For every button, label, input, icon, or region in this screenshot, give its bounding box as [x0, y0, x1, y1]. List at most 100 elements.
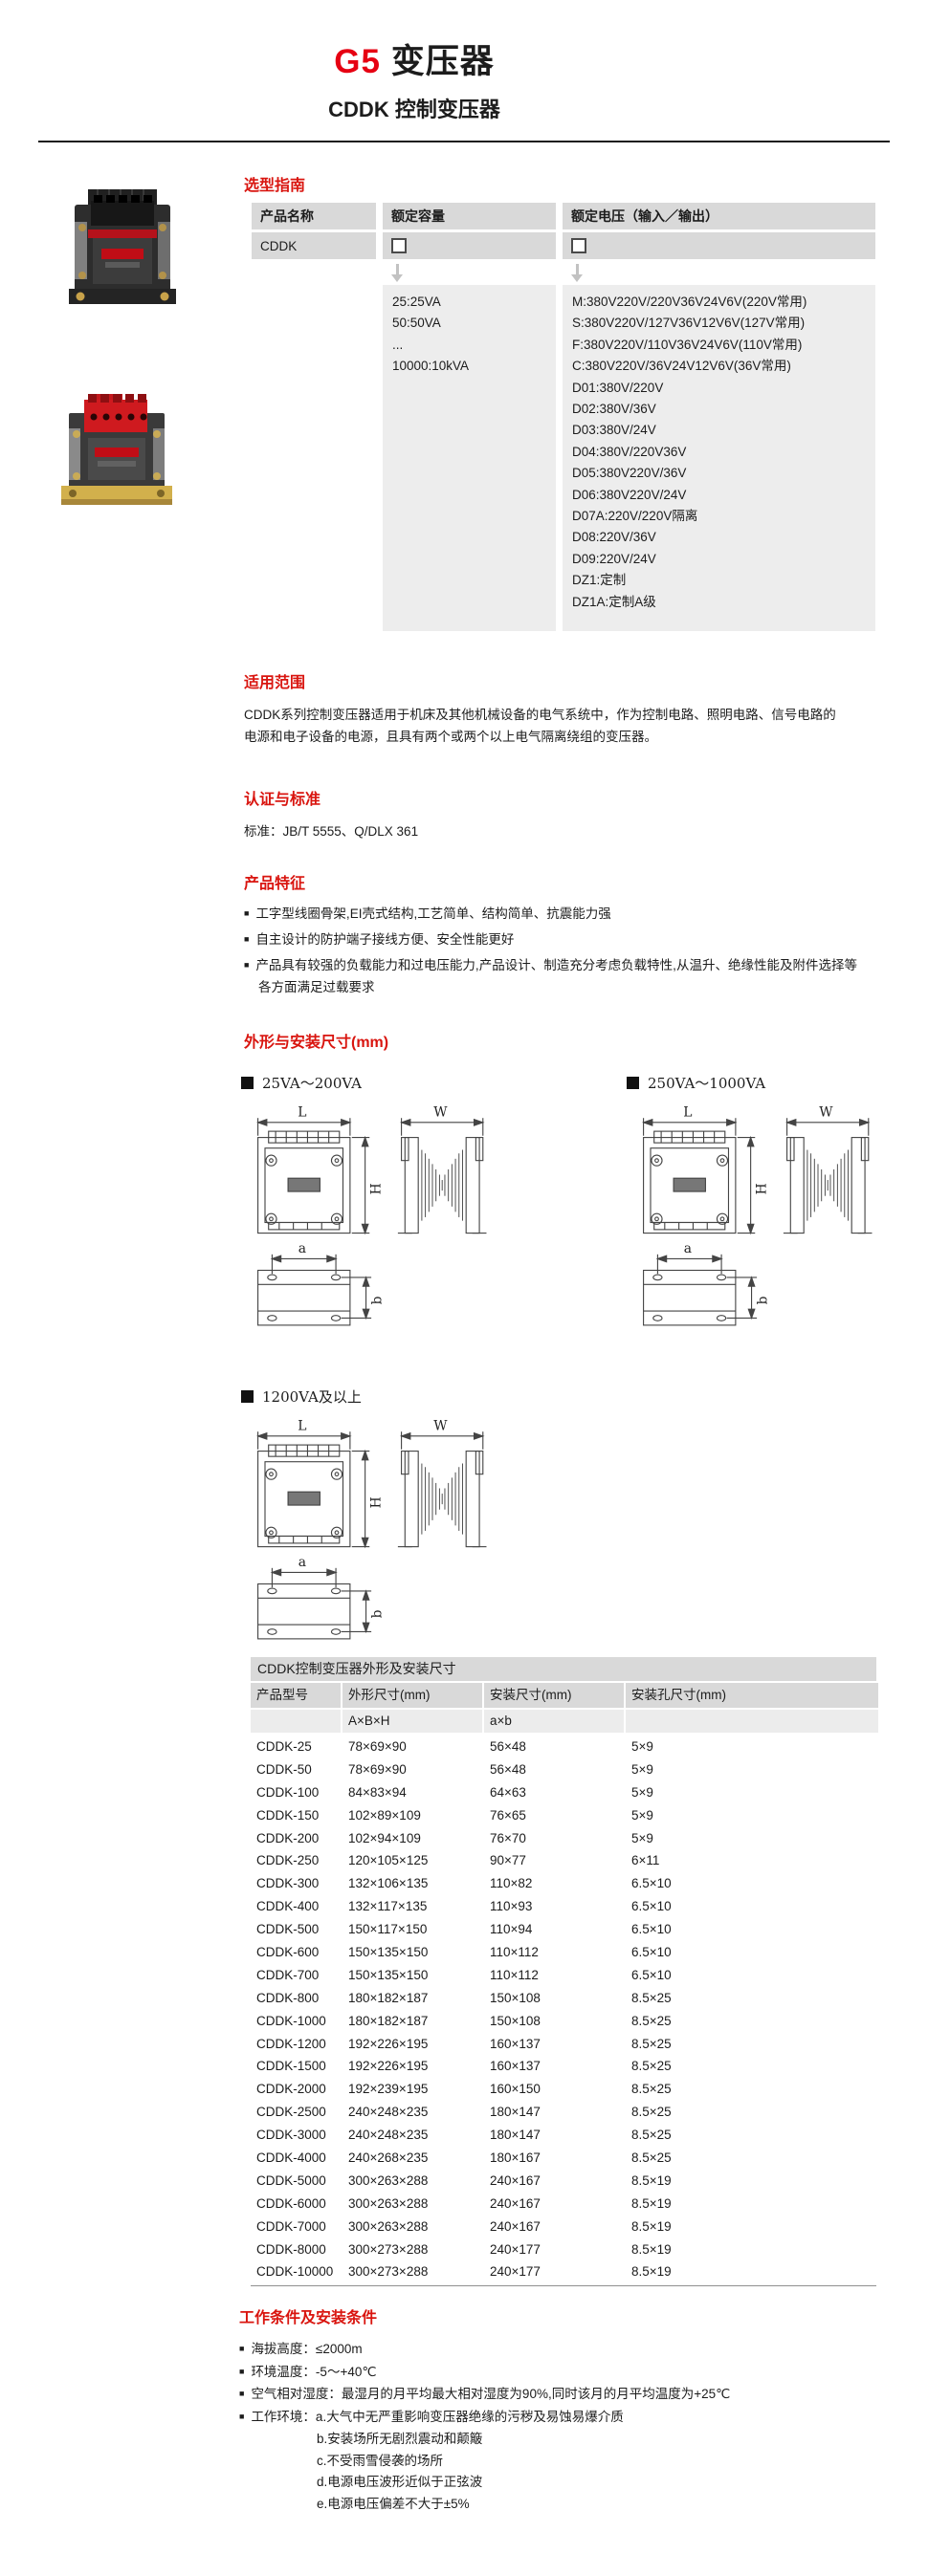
dimension-drawing-medium: L W H a b: [627, 1097, 914, 1336]
dim-label-a: a: [298, 1555, 306, 1570]
outline-diagram-group-large: 1200VA及以上: [241, 1386, 528, 1649]
feature-item: 自主设计的防护端子接线方便、安全性能更好: [244, 929, 861, 951]
voltage-option: D02:380V/36V: [572, 402, 656, 417]
condition-sub-item: d.电源电压波形近似于正弦波: [317, 2475, 483, 2489]
model-cell: CDDK-2000: [256, 2082, 326, 2097]
mounting-size-cell: 56×48: [490, 1739, 526, 1754]
col-hole-size: 安装孔尺寸(mm): [626, 1683, 878, 1708]
table-row: CDDK-8000 300×273×288 240×177 8.5×19: [251, 2238, 876, 2261]
model-cell: CDDK-250: [256, 1853, 320, 1868]
capacity-checkbox: [391, 238, 407, 253]
model-cell: CDDK-300: [256, 1876, 320, 1891]
certification-heading: 认证与标准: [244, 792, 321, 808]
table-row: CDDK-6000 300×263×288 240×167 8.5×19: [251, 2193, 876, 2216]
voltage-option: D03:380V/24V: [572, 423, 656, 438]
dim-label-L: L: [683, 1104, 692, 1120]
voltage-option: D04:380V/220V36V: [572, 444, 687, 459]
transformer-dimension-drawing: L W H a b: [641, 1104, 873, 1326]
model-cell: CDDK-4000: [256, 2150, 326, 2166]
table-row: CDDK-800 180×182×187 150×108 8.5×25: [251, 1987, 876, 2010]
sub-ab: a×b: [484, 1710, 624, 1733]
mounting-size-cell: 110×112: [490, 1945, 539, 1960]
model-cell: CDDK-1500: [256, 2059, 326, 2074]
hole-size-cell: 8.5×19: [631, 2172, 672, 2188]
col-model: 产品型号: [251, 1683, 341, 1708]
dimension-drawing-small: L W H a b: [241, 1097, 528, 1336]
table-row: CDDK-2000 192×239×195 160×150 8.5×25: [251, 2078, 876, 2101]
model-cell: CDDK-400: [256, 1899, 320, 1914]
table-row: CDDK-500 150×117×150 110×94 6.5×10: [251, 1918, 876, 1941]
mounting-size-cell: 110×93: [490, 1899, 533, 1914]
hole-size-cell: 8.5×19: [631, 2218, 672, 2234]
dimensions-table-title: CDDK控制变压器外形及安装尺寸: [251, 1657, 876, 1681]
model-cell: CDDK-3000: [256, 2128, 326, 2143]
selection-guide-heading: 选型指南: [244, 178, 306, 194]
model-cell: CDDK-600: [256, 1945, 320, 1960]
dim-label-L: L: [298, 1418, 306, 1433]
selection-table-product-row: CDDK: [252, 232, 875, 259]
working-conditions-heading: 工作条件及安装条件: [239, 2310, 378, 2326]
condition-sub-item: e.电源电压偏差不大于±5%: [317, 2496, 470, 2511]
dim-label-W: W: [433, 1418, 448, 1433]
table-row: CDDK-5000 300×263×288 240×167 8.5×19: [251, 2170, 876, 2193]
voltage-option: D09:220V/24V: [572, 551, 656, 566]
table-row: CDDK-4000 240×268×235 180×167 8.5×25: [251, 2147, 876, 2170]
working-conditions-list: 海拔高度：≤2000m 环境温度：-5～+40℃ 空气相对湿度：最湿月的月平均最…: [239, 2339, 875, 2515]
column-header-product-name: 产品名称: [252, 203, 376, 229]
voltage-option: F:380V220V/110V36V24V6V(110V常用): [572, 337, 803, 352]
dim-label-W: W: [819, 1104, 833, 1120]
table-row: CDDK-2500 240×248×235 180×147 8.5×25: [251, 2101, 876, 2124]
mounting-size-cell: 240×167: [490, 2195, 541, 2211]
mounting-size-cell: 180×147: [490, 2128, 541, 2143]
col-outline-size: 外形尺寸(mm): [342, 1683, 482, 1708]
dim-label-L: L: [298, 1104, 306, 1120]
voltage-cell: [563, 232, 875, 259]
mounting-size-cell: 180×147: [490, 2105, 541, 2120]
model-cell: CDDK-10000: [256, 2264, 334, 2280]
page-subtitle: CDDK 控制变压器: [328, 98, 500, 121]
mounting-size-cell: 64×63: [490, 1784, 526, 1800]
outline-size-cell: 132×117×135: [348, 1899, 428, 1914]
dim-label-b: b: [369, 1609, 385, 1618]
model-cell: CDDK-2500: [256, 2105, 326, 2120]
model-cell: CDDK-1200: [256, 2036, 326, 2051]
outline-size-cell: 240×268×235: [348, 2150, 429, 2166]
working-conditions-section: 工作条件及安装条件 海拔高度：≤2000m 环境温度：-5～+40℃ 空气相对湿…: [239, 2304, 875, 2515]
hole-size-cell: 5×9: [631, 1807, 653, 1823]
dim-label-b: b: [369, 1296, 385, 1304]
dimensions-table-header: 产品型号 外形尺寸(mm) 安装尺寸(mm) 安装孔尺寸(mm): [251, 1683, 878, 1708]
bullet-square-icon: [241, 1390, 254, 1403]
voltage-option: C:380V220V/36V24V12V6V(36V常用): [572, 359, 791, 374]
outline-size-cell: 300×263×288: [348, 2172, 429, 2188]
model-cell: CDDK-50: [256, 1761, 312, 1777]
col-mounting-size: 安装尺寸(mm): [484, 1683, 624, 1708]
hole-size-cell: 5×9: [631, 1784, 653, 1800]
model-cell: CDDK-700: [256, 1967, 320, 1982]
table-row: CDDK-150 102×89×109 76×65 5×9: [251, 1804, 876, 1827]
outline-size-cell: 150×135×150: [348, 1967, 429, 1982]
voltage-option: DZ1A:定制A级: [572, 594, 656, 609]
mounting-size-cell: 150×108: [490, 2013, 541, 2028]
model-cell: CDDK-800: [256, 1990, 320, 2005]
mounting-size-cell: 110×94: [490, 1922, 533, 1937]
model-cell: CDDK-5000: [256, 2172, 326, 2188]
outline-section-heading: 外形与安装尺寸(mm): [244, 1035, 389, 1051]
outline-size-cell: 300×263×288: [348, 2195, 429, 2211]
table-row: CDDK-100 84×83×94 64×63 5×9: [251, 1781, 876, 1804]
diagram-range-label: 25VA～200VA: [262, 1075, 363, 1092]
table-row: CDDK-200 102×94×109 76×70 5×9: [251, 1827, 876, 1850]
series-code: G5: [334, 43, 381, 80]
hole-size-cell: 8.5×19: [631, 2264, 672, 2280]
features-heading: 产品特征: [244, 876, 306, 892]
voltage-option: D05:380V220V/36V: [572, 466, 687, 481]
dimension-drawing-large: L W H a b: [241, 1410, 528, 1649]
mounting-size-cell: 150×108: [490, 1990, 541, 2005]
outline-size-cell: 78×69×90: [348, 1739, 407, 1754]
hole-size-cell: 5×9: [631, 1830, 653, 1845]
mounting-size-cell: 90×77: [490, 1853, 526, 1868]
capacity-cell: [383, 232, 556, 259]
features-list: 工字型线圈骨架,EI壳式结构,工艺简单、结构简单、抗震能力强自主设计的防护端子接…: [244, 904, 861, 997]
sub-abh: A×B×H: [342, 1710, 482, 1733]
diagram-range-label: 250VA～1000VA: [648, 1075, 766, 1092]
